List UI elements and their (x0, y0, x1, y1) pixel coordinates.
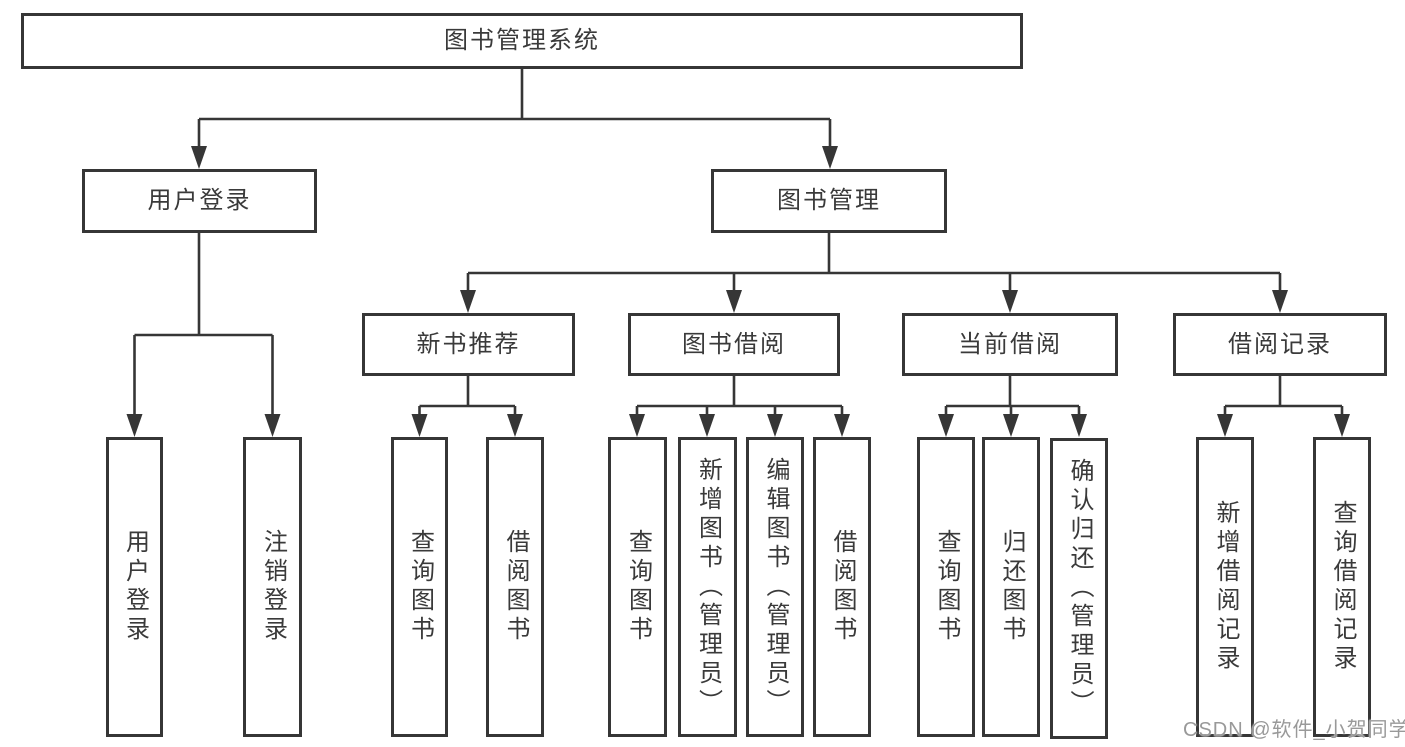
node-label: 编辑图书（管理员） (762, 456, 789, 718)
node-label: 新增图书（管理员） (694, 456, 722, 718)
node-label: 查询图书 (406, 529, 434, 645)
node-label: 图书借阅 (682, 330, 786, 358)
node-label: 归还图书 (998, 529, 1025, 645)
leaf-user-login: 用户登录 (106, 437, 163, 737)
node-label: 用户登录 (121, 529, 149, 645)
arrowhead (629, 414, 645, 437)
node-label: 查询借阅记录 (1329, 500, 1356, 674)
node-label: 新书推荐 (416, 330, 521, 358)
leaf-cb-return-book: 归还图书 (982, 437, 1040, 737)
arrowhead (822, 146, 838, 169)
node-label: 查询图书 (624, 529, 652, 645)
arrowhead (1002, 290, 1018, 313)
arrowhead (264, 414, 281, 437)
leaf-bb-query-book: 查询图书 (608, 437, 667, 737)
node-label: 新增借阅记录 (1212, 500, 1239, 674)
arrowhead (699, 414, 715, 437)
leaf-bb-add-book-admin: 新增图书（管理员） (678, 437, 737, 737)
arrowhead (1272, 290, 1288, 313)
node-book-management-system: 图书管理系统 (21, 13, 1023, 69)
node-label: 当前借阅 (958, 330, 1062, 358)
node-label: 图书管理 (777, 187, 881, 214)
node-label: 借阅图书 (829, 529, 856, 645)
arrowhead (126, 414, 143, 437)
arrowhead (507, 414, 523, 437)
leaf-rec-query-book: 查询图书 (391, 437, 448, 737)
node-new-book-recommend: 新书推荐 (362, 313, 575, 376)
node-label: 查询图书 (933, 529, 960, 645)
node-label: 图书管理系统 (444, 27, 600, 54)
arrowhead (834, 414, 850, 437)
tree-edges (133, 69, 1344, 416)
node-current-borrowing: 当前借阅 (902, 313, 1118, 376)
node-user-login: 用户登录 (82, 169, 317, 233)
node-borrowing-records: 借阅记录 (1173, 313, 1387, 376)
arrowhead (726, 290, 742, 313)
leaf-cb-query-book: 查询图书 (917, 437, 975, 737)
arrowhead (191, 146, 207, 169)
node-book-borrowing: 图书借阅 (628, 313, 840, 376)
arrowhead (411, 414, 428, 437)
arrowhead (460, 290, 476, 313)
node-book-management: 图书管理 (711, 169, 947, 233)
leaf-rec-borrow-book: 借阅图书 (486, 437, 544, 737)
leaf-bb-edit-book-admin: 编辑图书（管理员） (746, 437, 804, 737)
arrowhead (1334, 414, 1350, 437)
leaf-logout: 注销登录 (243, 437, 302, 737)
arrowhead (767, 414, 783, 437)
arrowhead (938, 414, 954, 437)
node-label: 用户登录 (147, 187, 252, 214)
arrowhead (1217, 414, 1233, 437)
csdn-watermark: CSDN @软件_小贺同学 (1183, 719, 1405, 741)
arrowheads (126, 146, 1350, 437)
arrowhead (1003, 414, 1019, 437)
leaf-br-add-record: 新增借阅记录 (1196, 437, 1254, 737)
node-label: 注销登录 (259, 529, 287, 645)
leaf-cb-confirm-return-admin: 确认归还（管理员） (1050, 438, 1108, 739)
node-label: 借阅记录 (1228, 330, 1332, 358)
node-label: 确认归还（管理员） (1066, 458, 1093, 719)
leaf-bb-borrow-book: 借阅图书 (813, 437, 871, 737)
arrowhead (1071, 414, 1087, 437)
leaf-br-query-record: 查询借阅记录 (1313, 437, 1371, 737)
node-label: 借阅图书 (502, 529, 529, 645)
